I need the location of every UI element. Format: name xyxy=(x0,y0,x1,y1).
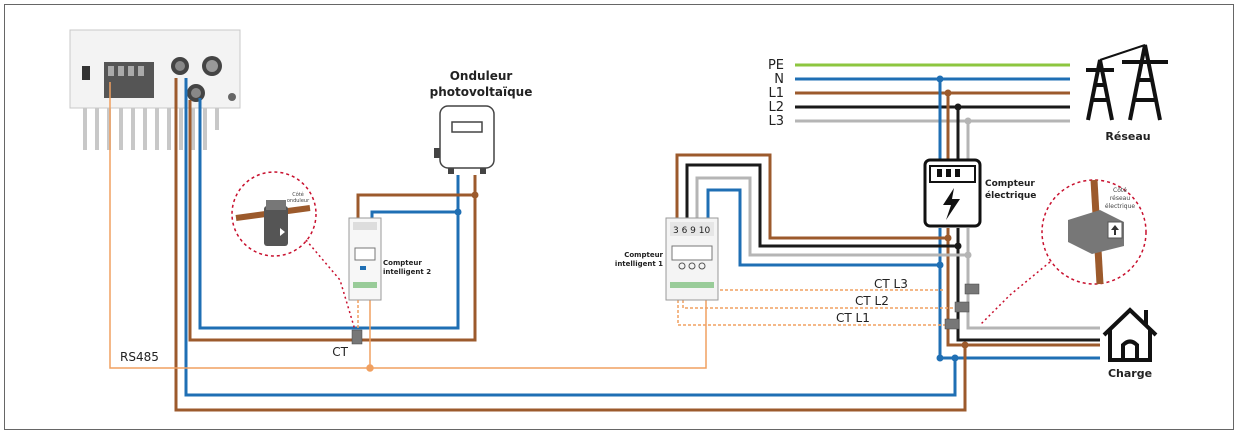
grid-side-label-line1: Côté xyxy=(1113,187,1127,194)
hybrid-inverter xyxy=(69,29,241,150)
port-icon xyxy=(82,66,90,80)
power-pylon-icon xyxy=(1086,44,1168,121)
bus-label-pe: PE xyxy=(768,58,784,73)
smart-meter-1-label-line1: Compteur xyxy=(624,251,663,259)
pv-inverter-title-line2: photovoltaïque xyxy=(430,85,533,99)
grid-side-label-line3: électrique xyxy=(1105,203,1135,210)
inverter-side-label-line2: onduleur xyxy=(287,198,310,204)
load-label: Charge xyxy=(1108,367,1152,380)
rs485-label: RS485 xyxy=(120,350,159,364)
smart-meter-1-terminals: 3 6 9 10 xyxy=(673,226,710,236)
inverter-side-label-line1: Côté xyxy=(292,191,304,198)
ct-l3-label: CT L3 xyxy=(874,277,908,291)
lightning-icon xyxy=(943,188,960,220)
smart-meter-2-label-line1: Compteur xyxy=(383,259,422,267)
smart-meter-2-label-line2: intelligent 2 xyxy=(383,268,431,276)
grid-bus xyxy=(795,63,1070,123)
inverter-side-callout xyxy=(231,171,356,331)
bus-label-n: N xyxy=(774,72,784,87)
smart-meter-1 xyxy=(665,217,719,301)
pv-inverter-title-line1: Onduleur xyxy=(450,69,513,83)
rs485-line xyxy=(109,82,707,372)
grid-side-callout xyxy=(979,179,1147,326)
smart-meter-1-label-line2: intelligent 1 xyxy=(615,260,663,268)
pv-inverter xyxy=(434,105,495,174)
grid-label: Réseau xyxy=(1105,130,1150,143)
ct-l2-clamp xyxy=(954,301,970,313)
ct-l1-label: CT L1 xyxy=(836,311,870,325)
frame xyxy=(4,4,1234,430)
ct-l2-label: CT L2 xyxy=(855,294,889,308)
grid-side-label-line2: réseau xyxy=(1110,195,1131,202)
smart-meter-2 xyxy=(348,217,382,301)
bus-label-l1: L1 xyxy=(768,86,784,101)
ct-l1-clamp xyxy=(944,318,960,330)
bus-label-l2: L2 xyxy=(768,100,784,115)
bus-label-l3: L3 xyxy=(768,114,784,129)
ct-clamp xyxy=(351,329,363,345)
energy-meter xyxy=(923,158,982,228)
ct-label: CT xyxy=(332,345,348,359)
house-icon xyxy=(1102,307,1158,362)
energy-meter-title-line2: électrique xyxy=(985,190,1036,201)
energy-meter-title-line1: Compteur xyxy=(985,179,1035,189)
ct-l3-clamp xyxy=(964,283,980,295)
